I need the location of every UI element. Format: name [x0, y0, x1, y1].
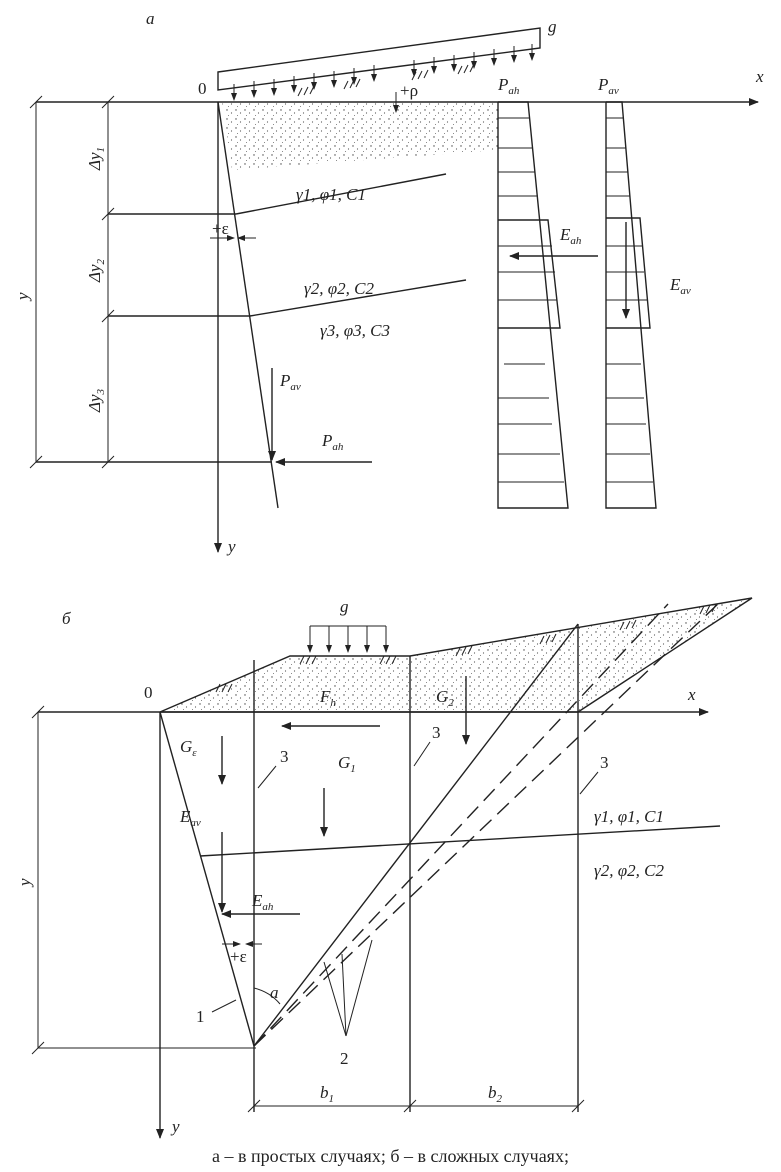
label-3b: 3 — [432, 723, 441, 742]
svg-text:Δy3: Δy3 — [85, 388, 107, 413]
eav-label-a: Eav — [669, 275, 691, 297]
figure-a: а — [13, 9, 764, 556]
panel-label-a: а — [146, 9, 155, 28]
svg-text:Δy2: Δy2 — [85, 258, 107, 283]
svg-text:g: g — [340, 597, 349, 616]
g1-label: G1 — [338, 753, 356, 775]
layer2-label-a: γ2, φ2, C2 — [304, 279, 374, 298]
fh-label: Fh — [319, 687, 336, 709]
svg-text:+ε: +ε — [230, 947, 247, 966]
g2-label: G2 — [436, 687, 454, 709]
y-dim-label-a: y — [13, 292, 32, 302]
pav-label-top: Pav — [597, 75, 619, 97]
layer-surface-2 — [249, 279, 467, 317]
label-2-pointers — [323, 939, 373, 1037]
eav-label-b: Eav — [179, 807, 201, 829]
x-axis-label-a: x — [755, 67, 764, 86]
b1-label: b1 — [320, 1083, 334, 1105]
figure-caption: а – в простых случаях; б – в сложных слу… — [212, 1146, 569, 1166]
hatch-marks-a — [297, 63, 475, 97]
label-3c: 3 — [600, 753, 609, 772]
layer-surface-1 — [235, 173, 447, 215]
layer3-label-a: γ3, φ3, C3 — [320, 321, 390, 340]
origin-label-a: 0 — [198, 79, 207, 98]
eah-label-b: Eah — [251, 891, 274, 913]
svg-text:Δy1: Δy1 — [85, 147, 107, 171]
slip-line-dashed-1 — [253, 603, 669, 1047]
surcharge-load-a: g +ρ — [217, 17, 557, 113]
y-axis-label-b: y — [170, 1117, 180, 1136]
svg-text:+ε: +ε — [212, 219, 229, 238]
origin-label-b: 0 — [144, 683, 153, 702]
label-1: 1 — [196, 1007, 205, 1026]
pav-label-wall: Pav — [279, 371, 301, 393]
surcharge-load-b: g — [307, 597, 389, 653]
pav-diagram — [605, 101, 657, 509]
plus-rho-label: +ρ — [400, 81, 418, 100]
layer1-label-b: γ1, φ1, C1 — [594, 807, 664, 826]
label-3a: 3 — [280, 747, 289, 766]
eah-label-a: Eah — [559, 225, 582, 247]
x-axis-label-b: x — [687, 685, 696, 704]
load-label-a: g — [548, 17, 557, 36]
alpha-label: a — [270, 983, 279, 1002]
y-axis-label-a: y — [226, 537, 236, 556]
layer1-label-a: γ1, φ1, C1 — [296, 185, 366, 204]
y-dim-label-b: y — [15, 878, 34, 888]
epsilon-marker-a: +ε — [210, 219, 256, 241]
dy3-label: Δy3 — [85, 388, 107, 413]
layer2-label-b: γ2, φ2, C2 — [594, 861, 664, 880]
panel-label-b: б — [62, 609, 71, 628]
slip-line-dashed-2 — [253, 601, 721, 1047]
layer-boundary-b — [199, 825, 721, 857]
wall-b — [159, 711, 255, 1047]
soil-zone-a — [222, 102, 498, 170]
b2-label: b2 — [488, 1083, 503, 1105]
g-eps-label: Gε — [180, 737, 197, 759]
pah-diagram — [497, 101, 569, 509]
figure-b: б g x 0 y — [15, 597, 753, 1139]
load-arrows-a — [231, 44, 535, 101]
pah-label-top: Pah — [497, 75, 520, 97]
alpha-arc — [253, 987, 281, 1005]
epsilon-marker-b: +ε — [222, 941, 262, 966]
pah-label-wall: Pah — [321, 431, 344, 453]
label-1-pointer — [211, 999, 237, 1013]
slip-line-solid — [253, 623, 579, 1047]
dy2-label: Δy2 — [85, 258, 107, 283]
label-2: 2 — [340, 1049, 349, 1068]
wall-back-face-a — [217, 101, 279, 509]
dy1-label: Δy1 — [85, 147, 107, 171]
